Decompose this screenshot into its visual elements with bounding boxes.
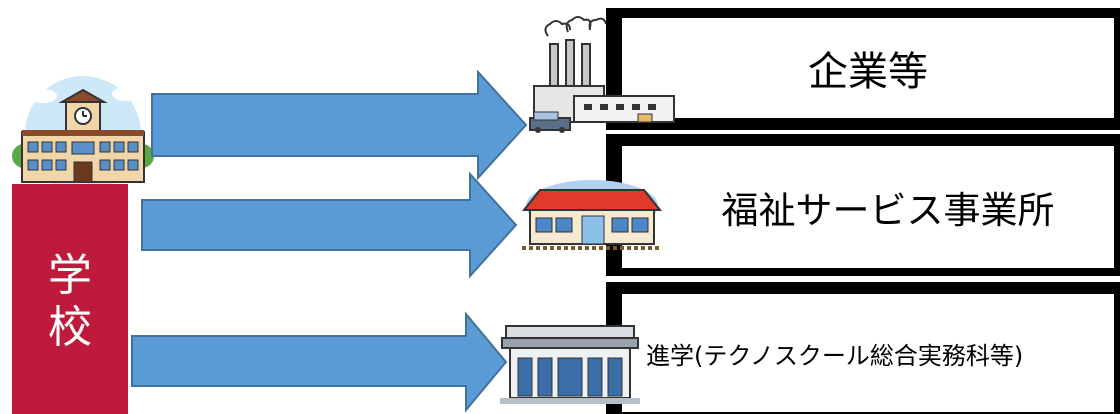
school-bar <box>12 184 128 414</box>
destination-1-label: 企業等 <box>808 49 928 95</box>
factory-icon <box>520 12 680 134</box>
arrow-to-destination-3 <box>131 311 508 413</box>
arrow-to-destination-2 <box>141 171 518 279</box>
destination-3-box: 進学(テクノスクール総合実務科等) <box>620 292 1116 414</box>
destination-2-label: 福祉サービス事業所 <box>721 189 1055 232</box>
school-label: 学校 <box>12 250 128 354</box>
destination-1-box: 企業等 <box>620 16 1116 120</box>
training-school-icon <box>500 318 640 406</box>
school-label-text: 学校 <box>48 250 92 353</box>
destination-2-box: 福祉サービス事業所 <box>620 144 1116 270</box>
school-building-icon <box>8 72 158 192</box>
destination-3-label: 進学(テクノスクール総合実務科等) <box>646 341 1024 370</box>
arrow-to-destination-1 <box>151 70 528 180</box>
welfare-facility-icon <box>512 176 672 256</box>
